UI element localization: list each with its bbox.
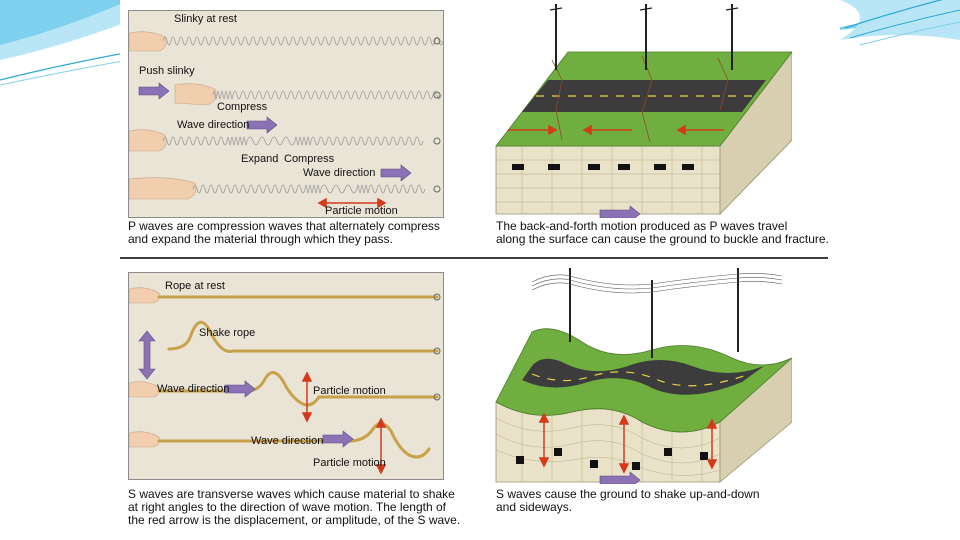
push-slinky-label: Push slinky (139, 65, 195, 77)
particle-up-arrow-2-icon (377, 419, 385, 427)
compress-label-2: Compress (284, 153, 334, 165)
slinky-coils-4 (193, 185, 425, 193)
rope-hand-2-icon (129, 382, 159, 397)
s-wave-direction-label-1: Wave direction (157, 383, 229, 395)
wave-direction-arrow-1-icon (247, 117, 277, 133)
wave-direction-label-1: Wave direction (177, 119, 249, 131)
compress-label: Compress (217, 101, 267, 113)
hand-3-icon (129, 130, 166, 151)
p-wave-ground-block (492, 0, 792, 218)
s-wave-direction-arrow-2-icon (323, 431, 353, 447)
p-wave-ground-caption: The back-and-forth motion produced as P … (496, 220, 829, 246)
slinky-diagram: Slinky at rest Push slinky Compress Wave… (128, 10, 444, 218)
shake-arrow-icon (139, 331, 155, 379)
section-divider (120, 257, 828, 259)
slinky-drawing (129, 11, 443, 217)
wave-direction-arrow-2-icon (381, 165, 411, 181)
slinky-at-rest-label: Slinky at rest (174, 13, 237, 25)
rope-drawing (129, 273, 443, 479)
figure-panel: Slinky at rest Push slinky Compress Wave… (120, 0, 840, 540)
particle-motion-label-2: Particle motion (313, 457, 386, 469)
particle-up-arrow-1-icon (303, 373, 311, 381)
hand-1-icon (129, 32, 166, 51)
rope-at-rest-label: Rope at rest (165, 280, 225, 292)
slinky-coils-2 (213, 91, 441, 99)
s-wave-ground-caption: S waves cause the ground to shake up-and… (496, 488, 760, 514)
particle-motion-label-1: Particle motion (313, 385, 386, 397)
s-wave-caption: S waves are transverse waves which cause… (128, 488, 460, 527)
rope-hand-1-icon (129, 288, 159, 303)
particle-down-arrow-1-icon (303, 413, 311, 421)
particle-motion-label: Particle motion (325, 205, 398, 217)
shake-rope-label: Shake rope (199, 327, 255, 339)
p-wave-caption: P waves are compression waves that alter… (128, 220, 440, 246)
push-arrow-icon (139, 83, 169, 99)
expand-label: Expand (241, 153, 278, 165)
slinky-coils-1 (163, 37, 443, 45)
s-wave-direction-label-2: Wave direction (251, 435, 323, 447)
s-wave-direction-arrow-1-icon (225, 381, 255, 397)
s-wave-ground-block (492, 262, 792, 484)
hand-4-icon (129, 178, 196, 199)
rope-hand-3-icon (129, 432, 159, 447)
hand-2-icon (175, 84, 216, 105)
rope-diagram: Rope at rest Shake rope Wave direction P… (128, 272, 444, 480)
slinky-coils-3 (163, 137, 423, 145)
wave-direction-label-2: Wave direction (303, 167, 375, 179)
